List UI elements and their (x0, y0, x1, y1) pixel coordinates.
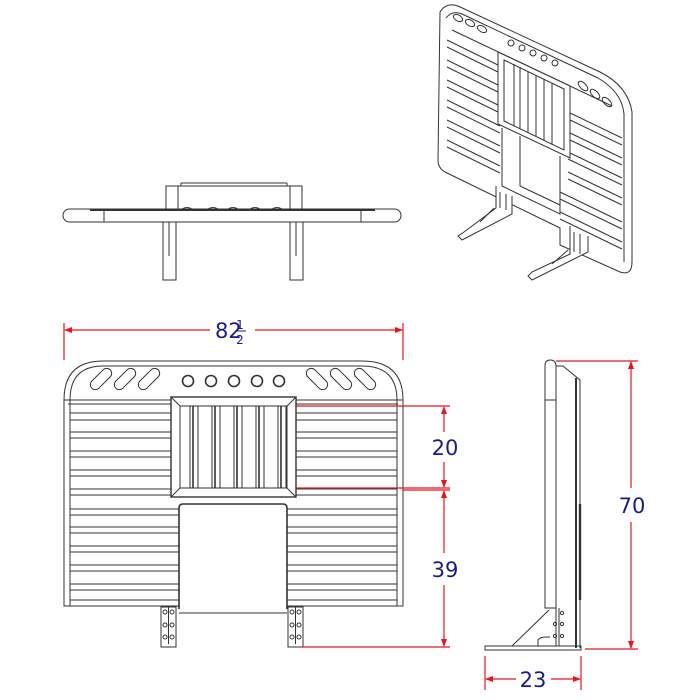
bolt-icon (162, 634, 168, 640)
front-panel-inner-rim (69, 365, 398, 401)
foot-plate (160, 606, 177, 648)
iso-louvers-left (446, 39, 501, 174)
bolt-icon (169, 622, 175, 628)
front-slots-left (89, 367, 161, 391)
iso-panel-outline (437, 4, 633, 274)
dim-base-depth-label: 23 (520, 668, 547, 692)
bolt-icon (162, 622, 168, 628)
bolt-icon (289, 609, 295, 615)
top-rail-bumps (181, 207, 283, 210)
front-panel-outline (63, 360, 404, 607)
dimension-labels: 82 1 2 20 39 70 23 (215, 318, 645, 692)
iso-foot-left (457, 186, 513, 241)
bolt-icon (296, 609, 302, 615)
bolt-icon (296, 622, 302, 628)
front-slots-right (305, 367, 377, 391)
front-round-holes (181, 374, 286, 388)
side-gusset (511, 609, 550, 647)
front-louvers-right (287, 412, 397, 601)
top-window-box (165, 185, 303, 210)
bolt-icon (296, 634, 302, 640)
bolt-icon (169, 634, 175, 640)
iso-louvers-right (559, 111, 623, 250)
bolt-icon (169, 609, 175, 615)
iso-window (497, 51, 571, 159)
bolt-icon (289, 634, 295, 640)
iso-opening (501, 128, 561, 215)
front-window-bars (189, 406, 287, 488)
side-base-plate (484, 645, 582, 651)
isometric-view (437, 4, 633, 281)
iso-foot-right (527, 226, 589, 281)
side-panel-post (544, 359, 557, 609)
dimensions (63, 323, 638, 690)
bolt-icon (289, 622, 295, 628)
bolt-icon (162, 609, 168, 615)
iso-panel-inner-edge (445, 12, 625, 262)
foot-bracket (160, 606, 177, 648)
iso-rail-slots (452, 13, 613, 108)
front-opening (178, 503, 288, 609)
dim-opening-height-label: 39 (432, 558, 459, 582)
dim-width-numerator: 1 (236, 318, 244, 332)
front-louvers-left (70, 412, 179, 601)
dim-window-height-label: 20 (432, 436, 459, 460)
front-view (63, 360, 404, 648)
dim-width-denominator: 2 (236, 333, 244, 347)
front-window (170, 396, 297, 498)
foot-bracket (287, 606, 304, 648)
top-view (62, 182, 402, 281)
side-view (484, 359, 582, 651)
dim-overall-height-label: 70 (619, 494, 646, 518)
